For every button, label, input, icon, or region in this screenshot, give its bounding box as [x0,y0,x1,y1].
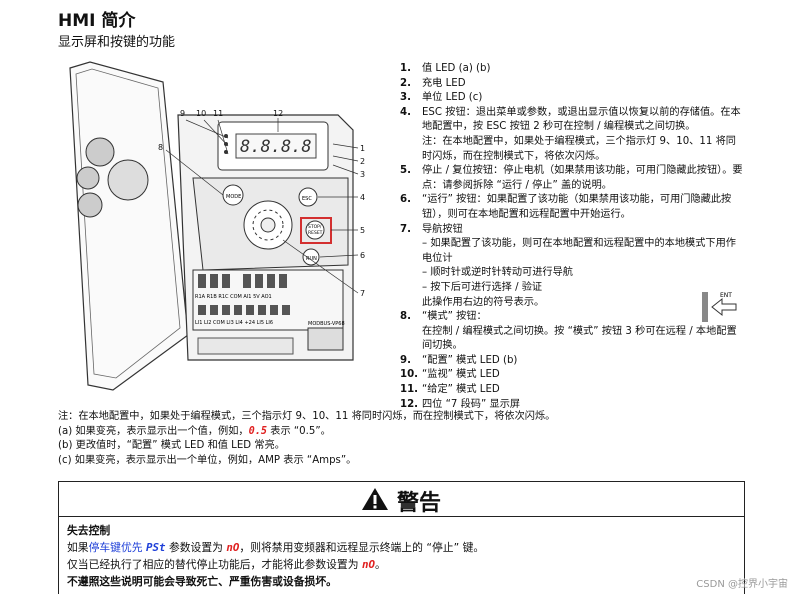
warning-triangle-icon [362,488,388,510]
note-line: (c) 如果变亮，表示显示出一个单位，例如，AMP 表示 “Amps”。 [58,454,357,466]
note-line: (a) 如果变亮，表示显示出一个值，例如，0.5 表示 “0.5”。 [58,425,331,437]
list-item: 6.“运行” 按钮：如果配置了该功能（如果禁用该功能，可用门隐藏此按钮），则可在… [400,194,732,220]
svg-text:RESET: RESET [308,230,323,236]
list-item: 12.四位 “7 段码” 显示屏 [400,398,521,410]
svg-text:R1A R1B R1C COM AI1 5V AO1: R1A R1B R1C COM AI1 5V AO1 [195,294,272,300]
footnotes: 注：在本地配置中，如果处于编程模式，三个指示灯 9、10、11 将同时闪烁，而在… [58,410,758,468]
list-item: 3.单位 LED (c) [400,92,483,104]
svg-text:MODE: MODE [226,194,241,200]
svg-text:6: 6 [360,251,365,260]
note-line: (b) 更改值时，“配置” 模式 LED 和值 LED 常亮。 [58,440,285,451]
warning-body: 失去控制 如果停车键优先 PSt 参数设置为 nO，则将禁用变频器和远程显示终端… [67,522,737,590]
list-item: 4.ESC 按钮：退出菜单或参数，或退出显示值以恢复以前的存储值。在本地配置中，… [400,106,741,133]
warning-line: 仅当已经执行了相应的替代停止功能后，才能将此参数设置为 nO。 [67,558,386,571]
svg-text:12: 12 [273,109,283,118]
svg-text:RUN: RUN [306,256,317,262]
svg-text:STOP/: STOP/ [308,224,322,230]
list-item: 2.充电 LED [400,77,466,89]
svg-text:8: 8 [158,143,163,152]
svg-text:7: 7 [360,289,365,298]
svg-text:ESC: ESC [302,196,312,202]
svg-text:5: 5 [360,226,365,235]
list-item: 11.“给定” 模式 LED [400,384,500,396]
warning-box: 警告 失去控制 如果停车键优先 PSt 参数设置为 nO，则将禁用变频器和远程显… [58,481,745,594]
warning-consequence: 不遵照这些说明可能会导致死亡、严重伤害或设备损坏。 [67,575,337,588]
svg-text:1: 1 [360,144,365,153]
function-list: 1.值 LED (a) (b) 2.充电 LED 3.单位 LED (c) 4.… [400,62,745,412]
warning-heading: 失去控制 [67,524,111,537]
list-item: 8.“模式” 按钮： [400,311,487,323]
svg-text:10: 10 [196,109,206,118]
list-subitem: – 如果配置了该功能，则可在本地配置和远程配置中的本地模式下用作电位计 [422,238,736,264]
svg-text:4: 4 [360,193,365,202]
list-item: 1.值 LED (a) (b) [400,63,491,74]
list-subitem: – 顺时针或逆时针转动可进行导航 [422,267,573,279]
list-item: 7.导航按钮 [400,223,463,235]
svg-text:2: 2 [360,157,365,166]
list-subitem: – 按下后可进行选择 / 验证 [422,281,543,293]
svg-text:11: 11 [213,109,223,118]
watermark: CSDN @控界小宇宙 [696,579,788,590]
list-subitem: 在控制 / 编程模式之间切换。按 “模式” 按钮 3 秒可在远程 / 本地配置间… [422,325,737,352]
hmi-device-illustration: 8.8.8.8 MODE ESC STOP/ RESET RUN R1A R1B… [69,61,365,391]
page-title: HMI 简介 [58,11,136,31]
list-subitem: 此操作用右边的符号表示。 [422,296,545,308]
list-item-note: 注：在本地配置中，如果处于编程模式，三个指示灯 9、10、11 将同时闪烁，而在… [422,135,736,162]
note-line: 注：在本地配置中，如果处于编程模式，三个指示灯 9、10、11 将同时闪烁，而在… [58,411,556,422]
warning-header: 警告 [59,482,744,517]
svg-text:9: 9 [180,109,185,118]
svg-text:LI1 LI2 COM LI3 LI4 +24 LI5 LI: LI1 LI2 COM LI3 LI4 +24 LI5 LI6 [195,320,273,326]
seven-seg-display: 8.8.8.8 [240,137,312,157]
link-stop-key-priority[interactable]: 停车键优先 [88,541,143,554]
ent-arrow-icon: ENT [702,292,737,322]
svg-text:ENT: ENT [720,292,732,299]
list-item: 9.“配置” 模式 LED (b) [400,354,518,366]
warning-line: 如果停车键优先 PSt 参数设置为 nO，则将禁用变频器和远程显示终端上的 “停… [67,541,485,554]
section-subtitle: 显示屏和按键的功能 [58,35,176,50]
list-item: 10.“监视” 模式 LED [400,369,500,381]
svg-text:3: 3 [360,170,365,179]
svg-text:MODBUS-VP68: MODBUS-VP68 [308,321,345,327]
list-item: 5.停止 / 复位按钮：停止电机（如果禁用该功能，可用门隐藏此按钮）。要点：请参… [400,165,743,191]
warning-title: 警告 [397,491,442,516]
